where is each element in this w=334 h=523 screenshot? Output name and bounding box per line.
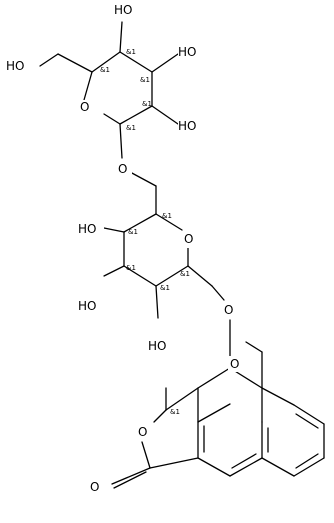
stereo-labels: &1 &1 &1 &1 &1 &1 &1 &1 &1 &1 &1 [100, 48, 190, 416]
atom-o-link: O [118, 162, 127, 176]
stereo-label: &1 [170, 408, 180, 416]
stereo-label: &1 [142, 100, 152, 108]
atom-labels: HO HO HO HO O O HO O HO O HO O O O [6, 2, 244, 494]
stereo-label: &1 [162, 212, 172, 220]
atom-o-methoxy: O [230, 357, 239, 371]
stereo-label: &1 [126, 124, 136, 132]
atom-ho-right-upper: HO [178, 45, 196, 59]
atom-ho-mid-lower: HO [78, 299, 96, 313]
stereo-label: &1 [126, 48, 136, 56]
atom-o-carbonyl: O [90, 480, 99, 494]
atom-o-lactone-ring: O [138, 425, 147, 439]
stereo-label: &1 [160, 284, 170, 292]
stereo-label: &1 [180, 270, 190, 278]
atom-ho-mid-bottom: HO [148, 339, 166, 353]
stereo-label: &1 [128, 228, 138, 236]
atom-o-ring-top: O [80, 100, 89, 114]
stereo-label: &1 [100, 66, 110, 74]
atom-o-glyco: O [224, 303, 233, 317]
atom-ho-left: HO [6, 59, 24, 73]
stereo-label: &1 [140, 76, 150, 84]
bonds [39, 21, 325, 489]
atom-ho-mid-upper: HO [78, 222, 96, 236]
atom-ho-right-lower: HO [178, 119, 196, 133]
atom-o-ring-mid: O [184, 232, 193, 246]
atom-ho-top: HO [114, 3, 132, 17]
stereo-label: &1 [126, 264, 136, 272]
